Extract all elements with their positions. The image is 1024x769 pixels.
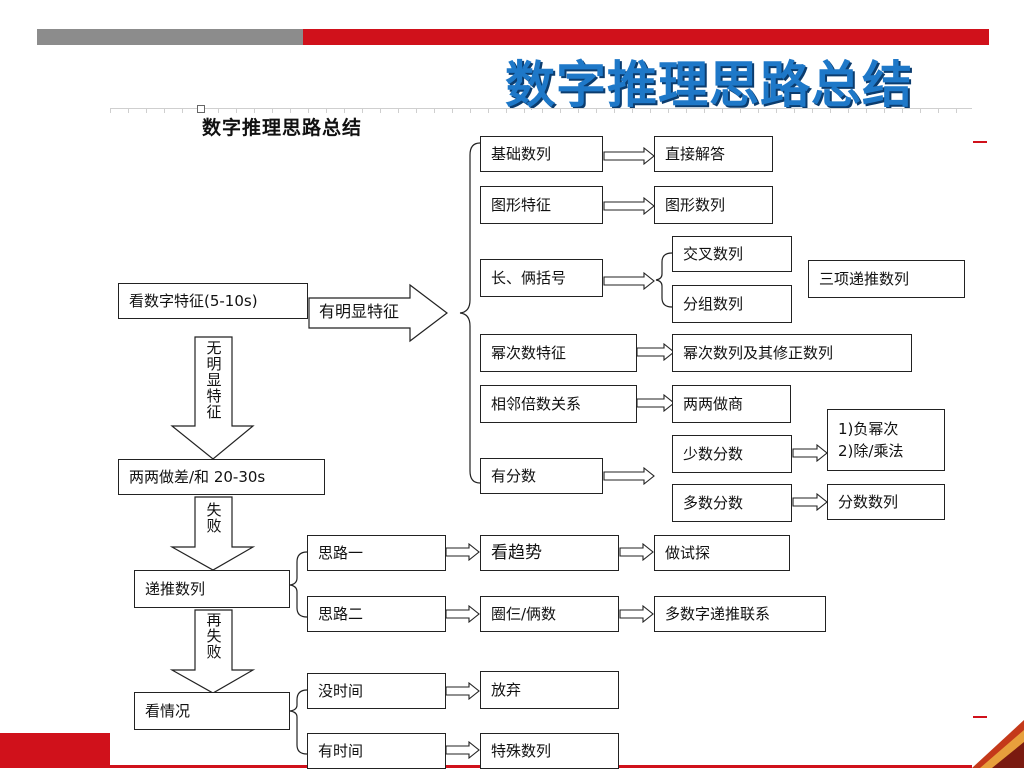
document-ruler <box>110 108 972 117</box>
recursive-sequence-box: 递推数列 <box>134 570 290 608</box>
ruler-marker <box>197 105 205 113</box>
long-brackets-box: 长、俩括号 <box>480 259 603 297</box>
power-sequence-box: 幂次数列及其修正数列 <box>672 334 912 372</box>
group-sequence-box: 分组数列 <box>672 285 792 323</box>
pairwise-quotient-box: 两两做商 <box>672 385 791 423</box>
fail-label: 失败 <box>206 501 222 535</box>
idea-one-box: 思路一 <box>307 535 446 571</box>
footer-red-block <box>0 733 110 768</box>
give-up-box: 放弃 <box>480 671 619 709</box>
graphic-sequence-box: 图形数列 <box>654 186 773 224</box>
idea-two-box: 思路二 <box>307 596 446 632</box>
side-tick-bottom <box>973 716 987 718</box>
no-time-box: 没时间 <box>307 673 446 709</box>
header-gray-bar <box>37 29 303 45</box>
multi-number-recursive-box: 多数字递推联系 <box>654 596 826 632</box>
see-situation-box: 看情况 <box>134 692 290 730</box>
no-obvious-features-label: 无明显特征 <box>206 339 222 421</box>
slide-title: 数字推理思路总结 <box>505 56 913 114</box>
graphic-feature-box: 图形特征 <box>480 186 603 224</box>
fraction-sequence-box: 分数数列 <box>827 484 945 520</box>
corner-decoration <box>972 706 1024 768</box>
pairwise-diff-box: 两两做差/和 20-30s <box>118 459 325 495</box>
has-time-box: 有时间 <box>307 733 446 769</box>
fail-again-label: 再失败 <box>206 611 222 661</box>
power-feature-box: 幂次数特征 <box>480 334 637 372</box>
direct-answer-box: 直接解答 <box>654 136 773 172</box>
obvious-features-label: 有明显特征 <box>319 302 400 321</box>
adjacent-multiple-box: 相邻倍数关系 <box>480 385 637 423</box>
many-fractions-box: 多数分数 <box>672 484 792 522</box>
side-tick-top <box>973 141 987 143</box>
document-title: 数字推理思路总结 <box>202 117 363 139</box>
has-fraction-box: 有分数 <box>480 458 603 494</box>
see-features-box: 看数字特征(5-10s) <box>118 283 308 319</box>
special-sequence-box: 特殊数列 <box>480 733 619 769</box>
circle-numbers-box: 圈仨/俩数 <box>480 596 619 632</box>
few-fractions-result-box: 1)负幂次 2)除/乘法 <box>827 409 945 471</box>
cross-sequence-box: 交叉数列 <box>672 236 792 272</box>
trial-box: 做试探 <box>654 535 790 571</box>
look-trend-box: 看趋势 <box>480 535 619 571</box>
few-fractions-box: 少数分数 <box>672 435 792 473</box>
basic-sequence-box: 基础数列 <box>480 136 603 172</box>
three-term-recursive-box: 三项递推数列 <box>808 260 965 298</box>
header-red-bar <box>303 29 989 45</box>
